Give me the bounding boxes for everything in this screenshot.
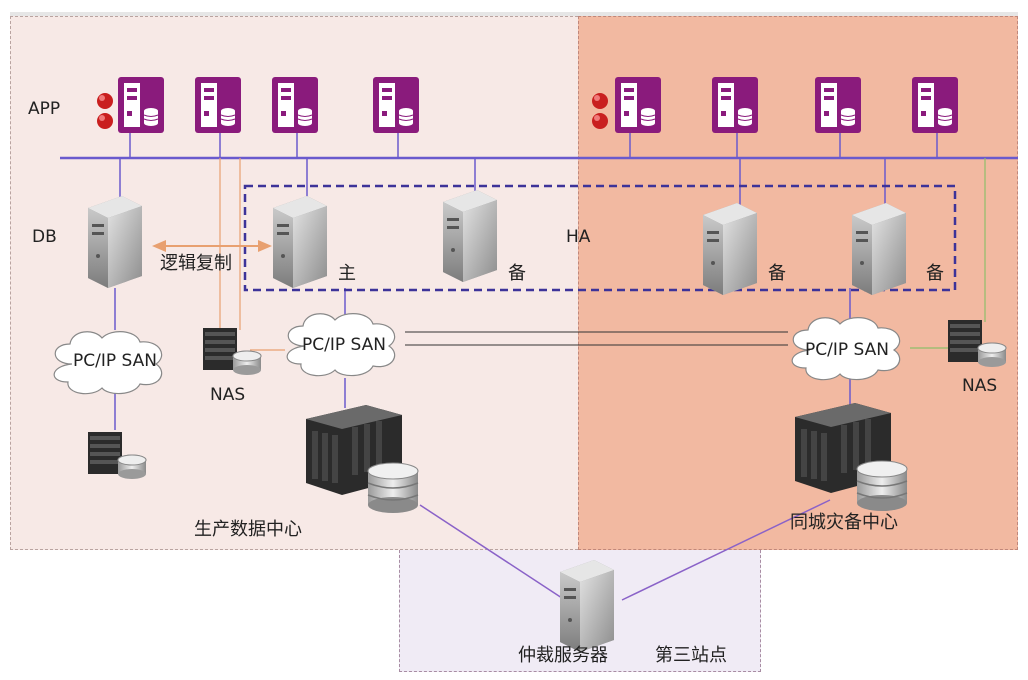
storage-array-icon — [202, 327, 262, 376]
san-label: PC/IP SAN — [805, 340, 889, 360]
standby-label: 备 — [768, 263, 786, 284]
san-label: PC/IP SAN — [73, 351, 157, 371]
app-server-icon — [814, 76, 862, 134]
app-server-icon — [271, 76, 319, 134]
top-bar — [10, 12, 1018, 16]
db-server-icon — [852, 203, 906, 295]
storage-array-icon — [947, 319, 1007, 368]
db-server-icon — [703, 203, 757, 295]
primary-label: 主 — [338, 263, 356, 284]
third-site-label: 第三站点 — [655, 645, 727, 666]
dr-dc-label: 同城灾备中心 — [790, 512, 898, 533]
san-label: PC/IP SAN — [302, 335, 386, 355]
db-server-icon — [273, 196, 327, 288]
app-server-icon — [117, 76, 165, 134]
nas-label: NAS — [962, 376, 998, 396]
storage-array-icon — [305, 404, 419, 514]
db-tier-label: DB — [32, 227, 57, 247]
ha-boundary — [243, 184, 957, 292]
app-server-icon — [711, 76, 759, 134]
app-server-icon — [614, 76, 662, 134]
app-tier-label: APP — [28, 99, 61, 119]
app-server-icon — [194, 76, 242, 134]
app-server-icon — [911, 76, 959, 134]
ha-label: HA — [566, 227, 591, 247]
arbitration-server-label: 仲裁服务器 — [518, 645, 608, 666]
storage-array-icon — [87, 431, 147, 480]
db-server-icon — [443, 190, 497, 282]
storage-array-icon — [794, 402, 908, 512]
arbitration-server-icon — [560, 560, 614, 652]
traffic-light-icon — [592, 93, 608, 129]
nas-label: NAS — [210, 385, 246, 405]
replication-label: 逻辑复制 — [160, 253, 232, 274]
standby-label: 备 — [926, 263, 944, 284]
standby-label: 备 — [508, 263, 526, 284]
db-server-icon — [88, 196, 142, 288]
production-dc-label: 生产数据中心 — [194, 519, 302, 540]
app-server-icon — [372, 76, 420, 134]
traffic-light-icon — [97, 93, 113, 129]
